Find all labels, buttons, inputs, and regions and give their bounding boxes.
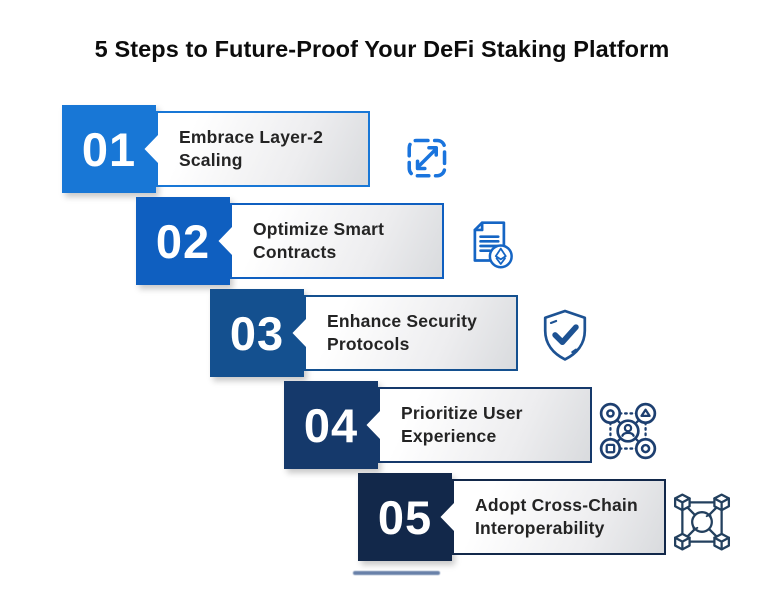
step-2-number: 02 [155,214,211,268]
step-3-label-line2: Protocols [327,334,410,354]
step-3-label-box-fill [289,295,518,371]
user-experience-network-icon [597,400,659,462]
step-row-2: 02 Optimize Smart Contracts [136,197,448,285]
step-5-label-line1: Adopt Cross-Chain [475,495,638,515]
step-2-number-block: 02 [136,197,230,285]
step-1-number: 01 [81,122,137,176]
step-4-number-block: 04 [284,381,378,469]
step-4-label-line2: Experience [401,426,497,446]
step-5-base-shadow-line [353,571,440,575]
step-2-label: Optimize Smart Contracts [253,203,438,279]
step-row-5: 05 Adopt Cross-Chain Interoperability [358,473,670,561]
step-1-label-line1: Embrace Layer-2 [179,127,324,147]
step-row-4: 04 Prioritize User Experience [284,381,596,469]
step-2-label-line2: Contracts [253,242,337,262]
step-2-label-box: Optimize Smart Contracts [215,203,444,279]
step-4-label-box-fill [363,387,592,463]
step-5-label-line2: Interoperability [475,518,605,538]
step-2-label-box-fill [215,203,444,279]
step-1-label-box: Embrace Layer-2 Scaling [141,111,370,187]
step-1-label: Embrace Layer-2 Scaling [179,111,364,187]
shield-check-icon [540,306,590,366]
step-1-label-line2: Scaling [179,150,243,170]
step-3-label-line1: Enhance Security [327,311,478,331]
step-4-number: 04 [303,398,359,452]
step-row-1: 01 Embrace Layer-2 Scaling [62,105,374,193]
step-5-label: Adopt Cross-Chain Interoperability [475,479,660,555]
smart-contract-document-icon [468,217,518,275]
step-1-number-block: 01 [62,105,156,193]
step-5-label-box-fill [437,479,666,555]
step-1-label-box-fill [141,111,370,187]
step-row-3: 03 Enhance Security Protocols [210,289,522,377]
step-3-number-block: 03 [210,289,304,377]
step-3-label-box: Enhance Security Protocols [289,295,518,371]
step-5-number-block: 05 [358,473,452,561]
page-title: 5 Steps to Future-Proof Your DeFi Stakin… [94,36,670,62]
step-4-label-box: Prioritize User Experience [363,387,592,463]
step-3-number: 03 [229,306,285,360]
step-4-label-line1: Prioritize User [401,403,523,423]
step-5-label-box: Adopt Cross-Chain Interoperability [437,479,666,555]
step-2-label-line1: Optimize Smart [253,219,385,239]
step-3-label: Enhance Security Protocols [327,295,512,371]
cross-chain-cubes-icon [671,491,733,553]
expand-scale-icon [404,128,456,182]
step-4-label: Prioritize User Experience [401,387,586,463]
step-5-number: 05 [377,490,433,544]
